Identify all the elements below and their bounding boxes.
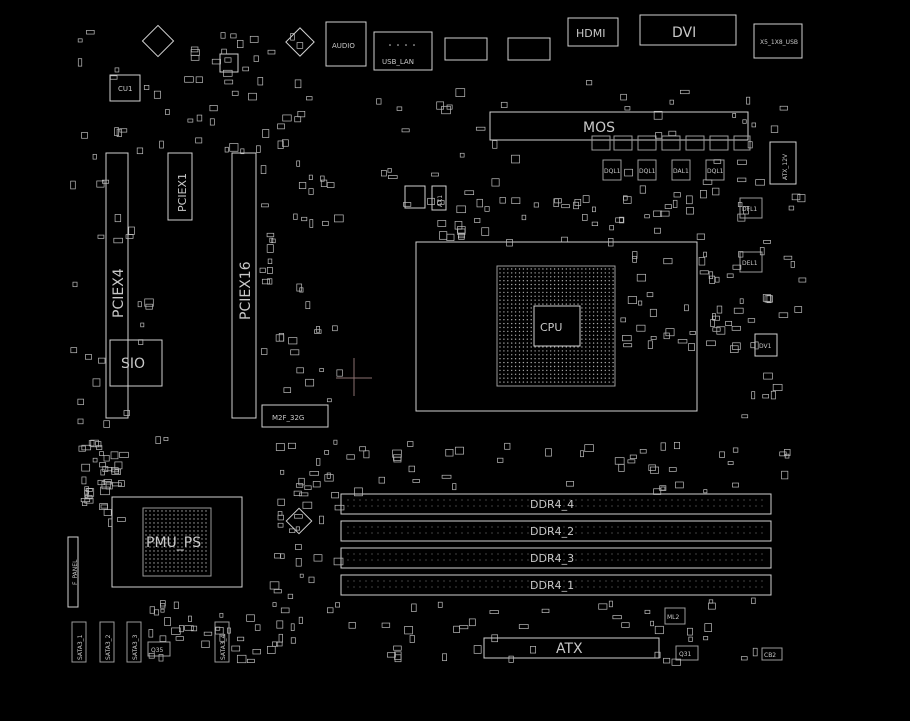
inductor-row xyxy=(602,159,725,181)
dql1-label: DQL1 xyxy=(604,168,621,175)
sata-4 xyxy=(214,621,230,663)
dimm-pins xyxy=(347,499,763,588)
del1-box xyxy=(739,251,763,273)
dql4-label: DQL1 xyxy=(707,168,724,175)
ddr4-2-slot xyxy=(340,520,772,542)
m2-label: M2F_32G xyxy=(272,414,304,422)
usb-lan-connector xyxy=(373,31,433,71)
ddr4-1-slot xyxy=(340,574,772,596)
hdmi-label: HDMI xyxy=(576,27,605,40)
dql2-label: DQL1 xyxy=(639,168,656,175)
atx12v-label: ATX_12V xyxy=(782,153,789,180)
dv1-label: DV1 xyxy=(759,343,772,350)
small-chip-1 xyxy=(219,53,239,73)
cpu-label: CPU xyxy=(540,321,562,334)
atx12v-connector xyxy=(769,141,797,185)
usb-header-2 xyxy=(507,37,551,61)
f-panel-label: F_PANEL xyxy=(72,559,79,585)
cb2-label: CB2 xyxy=(764,652,776,659)
ddr4-4-slot xyxy=(340,493,772,515)
pciex4-label: PCIEX4 xyxy=(111,268,127,318)
sata-1-label: SATA3_1 xyxy=(77,634,84,660)
diamond-chip-1 xyxy=(141,24,175,58)
ml2-label: ML2 xyxy=(667,614,680,621)
dvi-label: DVI xyxy=(672,25,696,41)
sio-chip xyxy=(109,339,163,387)
atx-connector xyxy=(483,637,660,659)
smd-components xyxy=(70,30,807,666)
ddr4-4-label: DDR4_4 xyxy=(530,498,574,511)
pciex1-slot xyxy=(167,152,193,221)
cpu-socket-outline xyxy=(415,241,698,412)
sata-2 xyxy=(99,621,115,663)
hdmi-connector xyxy=(567,17,619,47)
usb-lan-label: USB_LAN xyxy=(382,58,414,66)
sata-3-label: SATA3_3 xyxy=(132,634,139,660)
crystal-box xyxy=(404,185,426,209)
usb-ports-connector xyxy=(753,23,803,59)
sata-1 xyxy=(71,621,87,663)
q35-label: Q35 xyxy=(151,647,164,654)
mos-heatsink xyxy=(489,111,749,141)
pch-label: PMU_PS xyxy=(146,535,201,551)
pch-outline xyxy=(111,496,243,588)
sata-2-label: SATA3_2 xyxy=(105,634,112,660)
atx-label: ATX xyxy=(556,641,583,657)
sata-3 xyxy=(126,621,142,663)
ml2-box xyxy=(664,607,686,625)
f-panel-header xyxy=(67,536,79,608)
dfl1-box xyxy=(739,197,763,219)
pch-pin-field xyxy=(142,507,212,577)
crosshair-marker xyxy=(336,358,372,396)
usb-header-1 xyxy=(444,37,488,61)
sata-4-label: SATA3_4 xyxy=(220,634,227,660)
cu1-label: CU1 xyxy=(118,85,132,93)
mos-label: MOS xyxy=(583,120,615,136)
usb-ports-label: X5_1X8_USB xyxy=(760,39,798,46)
sio-label: SIO xyxy=(121,356,145,372)
cpu-pin-field xyxy=(496,265,616,387)
q31-box xyxy=(675,645,699,661)
q31-label: Q31 xyxy=(679,651,692,658)
mosfet-row xyxy=(591,135,751,151)
pch-pins xyxy=(145,510,207,572)
pciex4-slot xyxy=(105,152,129,419)
del1-label: DEL1 xyxy=(742,260,758,267)
pciex16-label: PCIEX16 xyxy=(238,261,254,320)
dql3-label: DAL1 xyxy=(673,168,689,175)
audio-connector xyxy=(325,21,367,67)
dfl1-label: DFL1 xyxy=(742,206,757,213)
cu1-chip xyxy=(109,74,141,102)
audio-label: AUDIO xyxy=(332,42,355,50)
cpu-die xyxy=(533,305,581,347)
diamond-chip-2 xyxy=(285,27,315,57)
cpu-pins xyxy=(499,268,614,383)
dvi-connector xyxy=(639,14,737,46)
pciex1-label: PCIEX1 xyxy=(176,173,189,212)
m2-connector xyxy=(261,404,329,428)
ddr4-3-label: DDR4_3 xyxy=(530,552,574,565)
diamond-chip-3 xyxy=(285,507,313,535)
cb2-box xyxy=(761,647,783,661)
ddr4-2-label: DDR4_2 xyxy=(530,525,574,538)
ddr4-1-label: DDR4_1 xyxy=(530,579,574,592)
